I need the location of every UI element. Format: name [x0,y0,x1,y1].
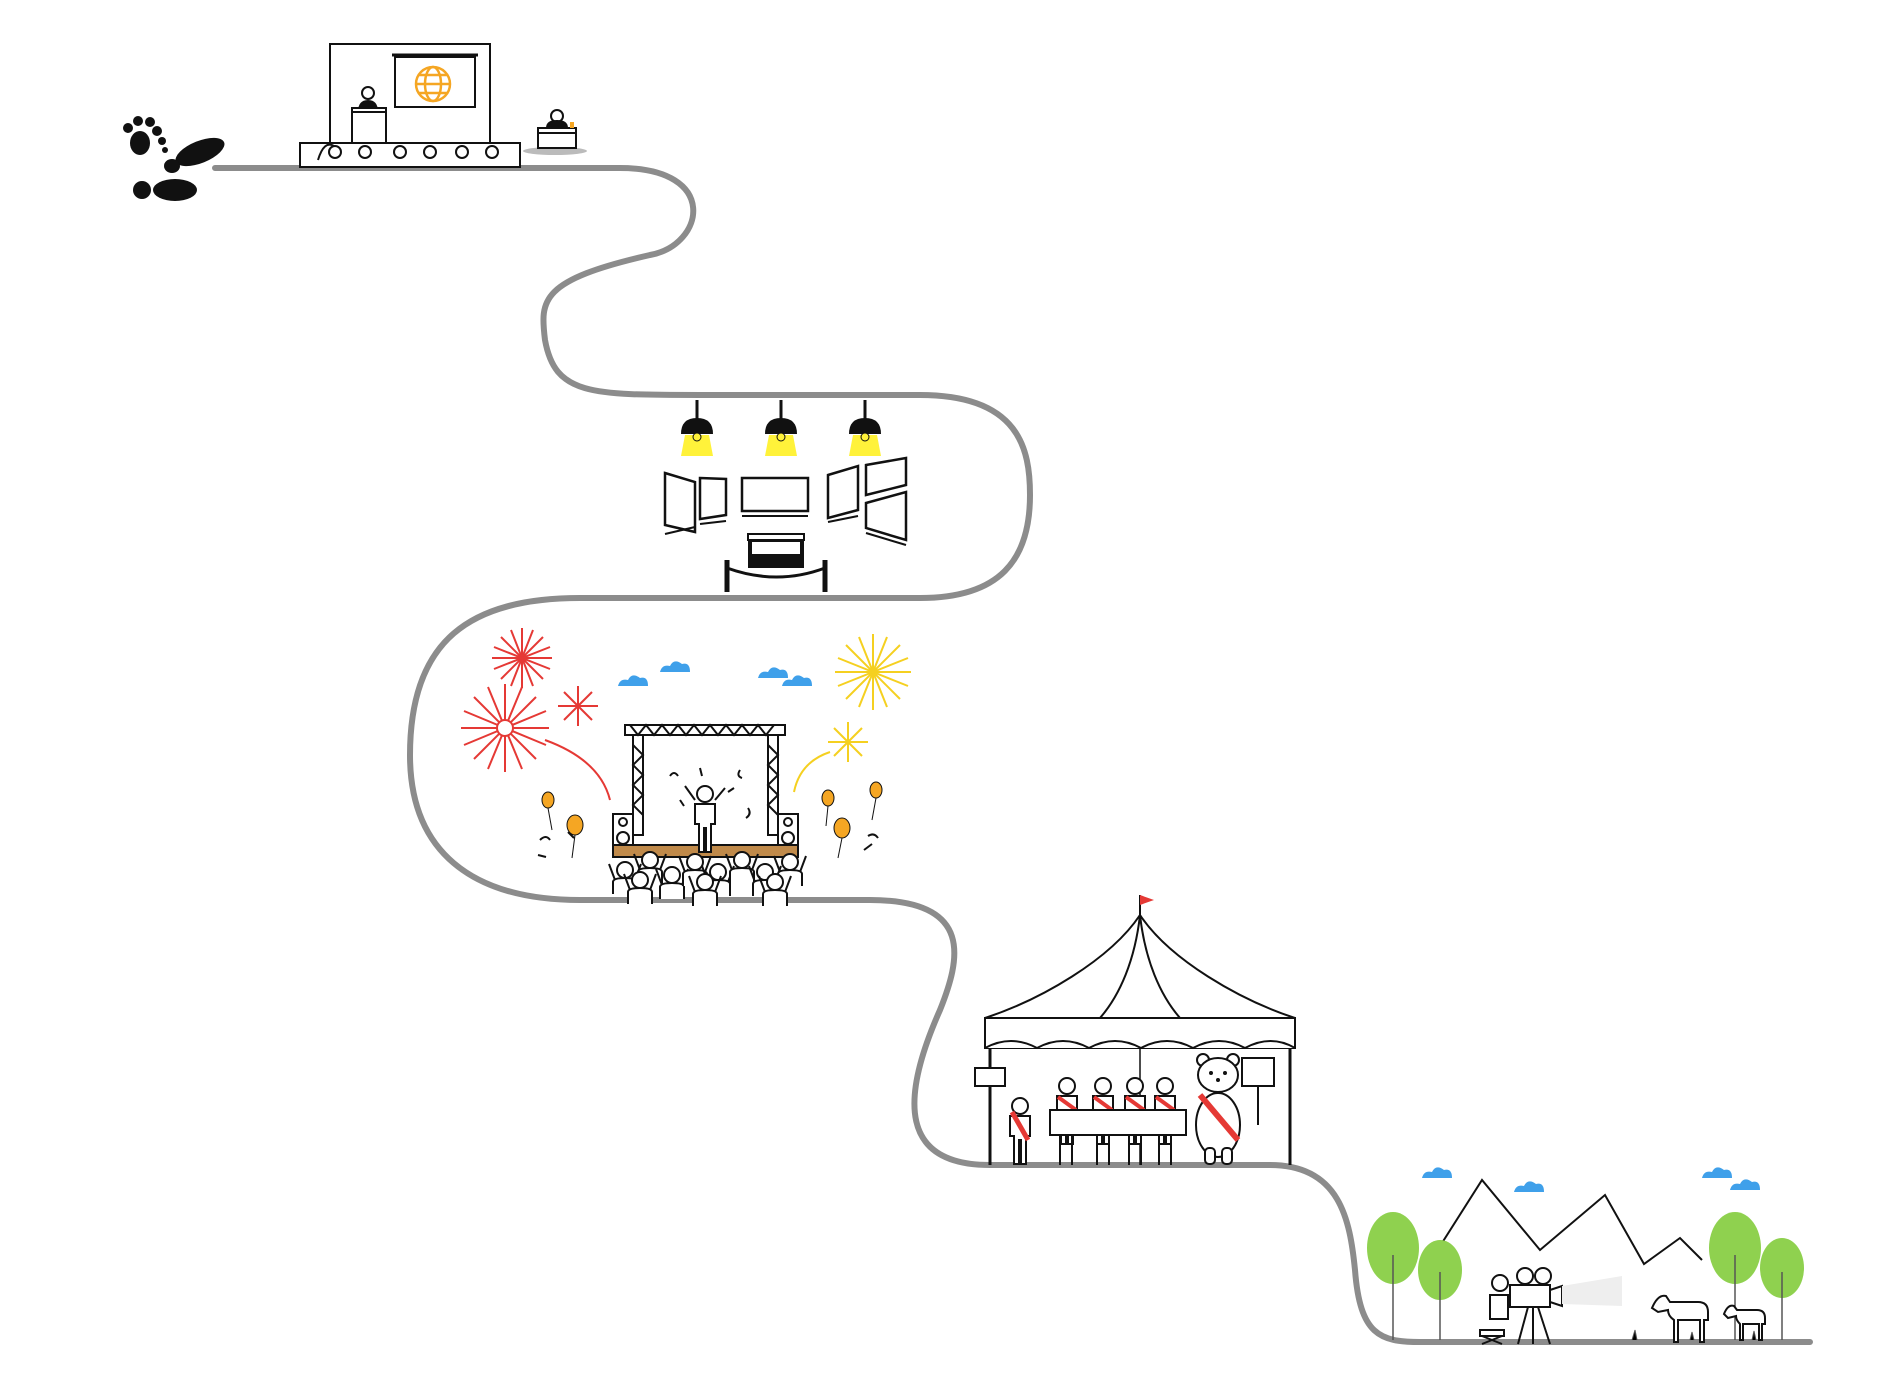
bear-mascot-icon [1196,1054,1240,1164]
promotion-tent-mascot-icon [975,895,1295,1165]
outdoor-film-shoot-icon [1367,1167,1804,1344]
firework-yellow-icon [794,634,911,792]
film-camera-icon [1480,1268,1562,1344]
horses-icon [1652,1296,1765,1342]
roadmap-path [215,168,1810,1342]
crowd-icon [609,852,806,906]
art-gallery-exhibition-icon [665,400,906,592]
outdoor-concert-fireworks-icon [461,628,911,906]
conference-hall-icon [300,44,587,167]
firework-red-icon [461,628,610,800]
spotlight-lamps [681,400,881,456]
paw-and-footprints-icon [123,116,228,201]
